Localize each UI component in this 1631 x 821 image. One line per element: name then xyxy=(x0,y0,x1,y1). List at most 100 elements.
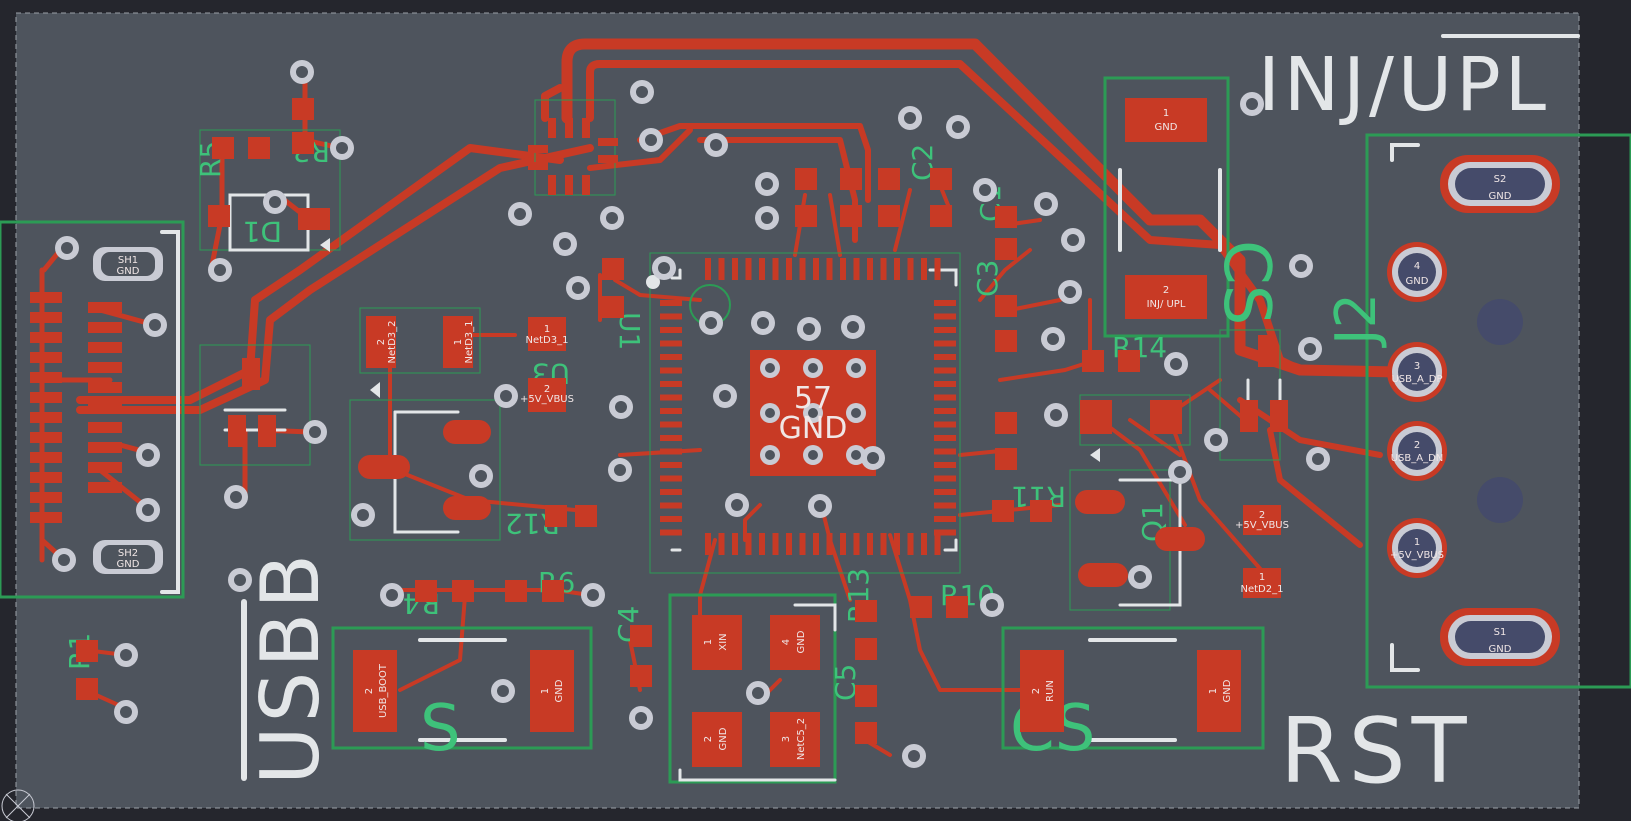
mcu-pin-left xyxy=(660,462,682,468)
mcu-pin-bottom xyxy=(745,533,752,555)
mcu-pin-right xyxy=(934,462,956,468)
pad-xtal-4: 4 GND xyxy=(770,615,820,670)
mcu-pin-right xyxy=(934,340,956,347)
mcu-pins xyxy=(660,258,956,555)
passive-pads xyxy=(76,98,1288,744)
via-hole xyxy=(636,86,648,98)
mcu-pin-bottom xyxy=(880,533,887,555)
mcu-pin-bottom xyxy=(826,533,833,555)
mcu-pin-left xyxy=(660,394,682,401)
svg-text:2: 2 xyxy=(1031,688,1042,694)
mcu-pin-bottom xyxy=(840,533,846,555)
fab-refdes: R3 R5 D1 CS S CS R6 R12 R4 R10 R14 R11 R… xyxy=(63,135,1389,766)
via-hole xyxy=(1312,453,1324,465)
via-hole xyxy=(979,184,991,196)
mcu-pin-left xyxy=(660,516,682,522)
via-hole xyxy=(120,649,132,661)
svg-text:USB_BOOT: USB_BOOT xyxy=(378,663,389,718)
mcu-pin-top xyxy=(799,258,806,280)
svg-text:S1: S1 xyxy=(1494,627,1507,638)
svg-text:USB_A_DP: USB_A_DP xyxy=(1391,374,1442,385)
svg-text:1: 1 xyxy=(1208,688,1219,694)
svg-text:2: 2 xyxy=(364,688,375,694)
refdes-u1: U1 xyxy=(613,312,646,350)
mcu-pin-left xyxy=(660,354,682,360)
via-hole xyxy=(269,196,281,208)
via-hole xyxy=(1246,98,1258,110)
via-hole xyxy=(904,112,916,124)
mcu-chip: 57 GND xyxy=(646,258,956,555)
svg-text:2: 2 xyxy=(544,384,550,395)
svg-text:+5V_VBUS: +5V_VBUS xyxy=(520,394,574,405)
pad-inj-upl: 2 INJ/ UPL xyxy=(1125,275,1207,319)
u3-top-chip xyxy=(528,118,618,195)
silk-triangles xyxy=(320,238,1100,462)
mcu-pin-right xyxy=(934,502,956,509)
pin1-marker xyxy=(646,275,660,289)
mcu-pin-top xyxy=(840,258,846,280)
via-hole xyxy=(386,589,398,601)
mcu-pin-bottom xyxy=(921,533,927,555)
via-hole xyxy=(475,470,487,482)
thermal-via-hole xyxy=(851,408,861,418)
svg-text:GND: GND xyxy=(1489,644,1512,655)
via-hole xyxy=(1210,434,1222,446)
mcu-pin-right xyxy=(934,408,956,414)
mcu-pin-left xyxy=(660,313,682,320)
pad-vbus-small: 2 +5V_VBUS xyxy=(520,378,574,412)
mcu-pin-right xyxy=(934,327,956,333)
via-hole xyxy=(814,500,826,512)
via-hole xyxy=(761,212,773,224)
svg-text:1: 1 xyxy=(1414,537,1420,548)
via-hole xyxy=(1304,343,1316,355)
mcu-pin-top xyxy=(921,258,927,280)
sh2-num: SH2 xyxy=(118,548,138,559)
svg-text:NetD3_1: NetD3_1 xyxy=(526,335,569,346)
mcu-pin-right xyxy=(934,421,956,428)
mcu-pin-bottom xyxy=(772,533,779,555)
via-hole xyxy=(142,449,154,461)
svg-text:1: 1 xyxy=(453,339,464,345)
mcu-pin-right xyxy=(934,300,956,306)
svg-text:1: 1 xyxy=(540,688,551,694)
refdes-d1: D1 xyxy=(243,215,282,248)
svg-text:GND: GND xyxy=(1489,191,1512,202)
sh2-net: GND xyxy=(117,559,140,570)
usba-shield-s2: S2 GND xyxy=(1440,155,1560,213)
mcu-pin-left xyxy=(660,529,682,536)
svg-text:2: 2 xyxy=(1259,510,1265,521)
mcu-pin-right xyxy=(934,394,956,401)
via-hole xyxy=(214,264,226,276)
via-hole xyxy=(635,712,647,724)
mcu-pin-left xyxy=(660,448,682,455)
mcu-pin-right xyxy=(934,475,956,482)
svg-text:2: 2 xyxy=(1414,440,1420,451)
usbb-fingers xyxy=(30,292,122,523)
via-hole xyxy=(497,685,509,697)
svg-text:XIN: XIN xyxy=(718,633,729,650)
via-hole xyxy=(847,321,859,333)
sh1-num: SH1 xyxy=(118,255,138,266)
via-hole xyxy=(658,262,670,274)
mcu-pin-top xyxy=(867,258,873,280)
via-hole xyxy=(645,134,657,146)
via-hole xyxy=(757,317,769,329)
mcu-pin-right xyxy=(934,448,956,455)
mcu-pin-left xyxy=(660,381,682,387)
mcu-pin-top xyxy=(813,258,819,280)
svg-text:1: 1 xyxy=(544,324,550,335)
via-hole xyxy=(803,323,815,335)
via-hole xyxy=(1174,466,1186,478)
mcu-pin-right xyxy=(934,313,956,320)
mcu-pin-bottom xyxy=(813,533,819,555)
mcu-pin-left xyxy=(660,300,682,306)
via-hole xyxy=(1067,234,1079,246)
pad-usbb-btn-1: 1 GND xyxy=(530,650,574,732)
via-hole xyxy=(1047,333,1059,345)
chip-pad-net: GND xyxy=(779,411,848,446)
usba-pin-4: 4 GND xyxy=(1387,242,1447,302)
svg-text:3: 3 xyxy=(1414,361,1420,372)
usba-mount-hole-top xyxy=(1477,299,1523,345)
mcu-pin-bottom xyxy=(894,533,900,555)
